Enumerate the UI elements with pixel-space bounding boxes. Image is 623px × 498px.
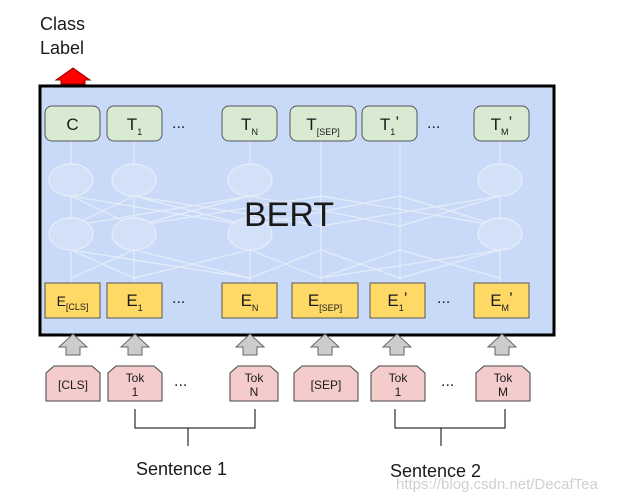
arrow-up-icon bbox=[119, 333, 151, 356]
embedding-cls-label: E[CLS] bbox=[57, 293, 89, 312]
embedding-e1-prime-label: E1’ bbox=[387, 289, 407, 313]
output-t1-label: T1 bbox=[127, 115, 142, 137]
token-box-cls bbox=[45, 365, 101, 402]
input-arrows bbox=[57, 333, 518, 356]
sentence1-label: Sentence 1 bbox=[136, 459, 227, 479]
arrow-up-icon bbox=[309, 333, 341, 356]
token-tok1-line2: 1 bbox=[132, 385, 139, 399]
output-box-tn bbox=[221, 105, 278, 142]
class-output-arrow bbox=[54, 67, 92, 85]
output-tn-label: TN bbox=[241, 115, 258, 137]
token-box-tok1 bbox=[107, 365, 163, 402]
token-row bbox=[45, 365, 531, 402]
watermark: https://blog.csdn.net/DecafTea bbox=[396, 476, 598, 493]
token-ellipsis-1: ... bbox=[174, 373, 187, 390]
output-box-t1-prime bbox=[361, 105, 418, 142]
embedding-sep-label: E[SEP] bbox=[308, 291, 342, 313]
token-box-tokm bbox=[475, 365, 531, 402]
token-tok1-prime-line1: Tok bbox=[389, 371, 409, 385]
embedding-box-cls bbox=[44, 282, 101, 319]
arrow-up-icon bbox=[381, 333, 413, 356]
output-t1-prime-label: T1’ bbox=[380, 113, 399, 137]
token-sep-label: [SEP] bbox=[311, 378, 342, 392]
token-box-sep bbox=[293, 365, 359, 402]
network-ellipsis-upper: ... bbox=[365, 180, 374, 192]
sentence-brackets bbox=[134, 409, 506, 446]
token-cls-label: [CLS] bbox=[58, 378, 88, 392]
class-label-line1: Class bbox=[40, 14, 85, 34]
embedding-ellipsis-1: ... bbox=[172, 290, 185, 307]
output-box-tm-prime bbox=[473, 105, 530, 142]
output-ellipsis-1: ... bbox=[172, 115, 185, 132]
embedding-box-sep bbox=[291, 282, 359, 319]
sentence2-label: Sentence 2 bbox=[390, 461, 481, 481]
embedding-em-prime-label: EM’ bbox=[490, 289, 513, 313]
arrow-up-icon bbox=[486, 333, 518, 356]
embedding-en-label: EN bbox=[241, 291, 259, 313]
class-label-line2: Label bbox=[40, 38, 84, 58]
sentence1-bracket bbox=[134, 409, 256, 429]
embedding-ellipsis-2: ... bbox=[437, 290, 450, 307]
sentence2-bracket bbox=[394, 409, 506, 429]
token-tok1-prime-line2: 1 bbox=[395, 385, 402, 399]
transformer-nodes bbox=[48, 163, 523, 251]
embedding-box-em-prime bbox=[473, 282, 530, 319]
output-tsep-label: T[SEP] bbox=[306, 115, 339, 137]
token-tokn-line2: N bbox=[250, 385, 259, 399]
token-tok1-line1: Tok bbox=[126, 371, 146, 385]
embedding-row: E[CLS] E1 ... EN E[SEP] E1’ ... EM’ bbox=[44, 282, 530, 319]
token-tokn-line1: Tok bbox=[245, 371, 265, 385]
embedding-e1-label: E1 bbox=[126, 291, 142, 313]
token-box-tok1-prime bbox=[370, 365, 426, 402]
output-ellipsis-2: ... bbox=[427, 115, 440, 132]
embedding-box-e1 bbox=[106, 282, 163, 319]
token-ellipsis-2: ... bbox=[441, 373, 454, 390]
output-c-label: C bbox=[66, 115, 78, 134]
output-box-tsep bbox=[289, 105, 357, 142]
network-ellipsis-lower: ... bbox=[365, 238, 374, 250]
output-tm-prime-label: TM’ bbox=[491, 113, 513, 137]
output-box-c bbox=[44, 105, 101, 142]
arrow-up-icon bbox=[234, 333, 266, 356]
token-tokm-line2: M bbox=[498, 385, 508, 399]
output-row: C T1 ... TN T[SEP] T1’ ... TM’ bbox=[44, 105, 530, 142]
token-tokm-line1: Tok bbox=[494, 371, 514, 385]
arrow-up-icon bbox=[57, 333, 89, 356]
embedding-box-e1-prime bbox=[369, 282, 426, 319]
token-box-tokn bbox=[229, 365, 279, 402]
bert-label: BERT bbox=[244, 196, 334, 234]
embedding-box-en bbox=[221, 282, 278, 319]
output-box-t1 bbox=[106, 105, 163, 142]
